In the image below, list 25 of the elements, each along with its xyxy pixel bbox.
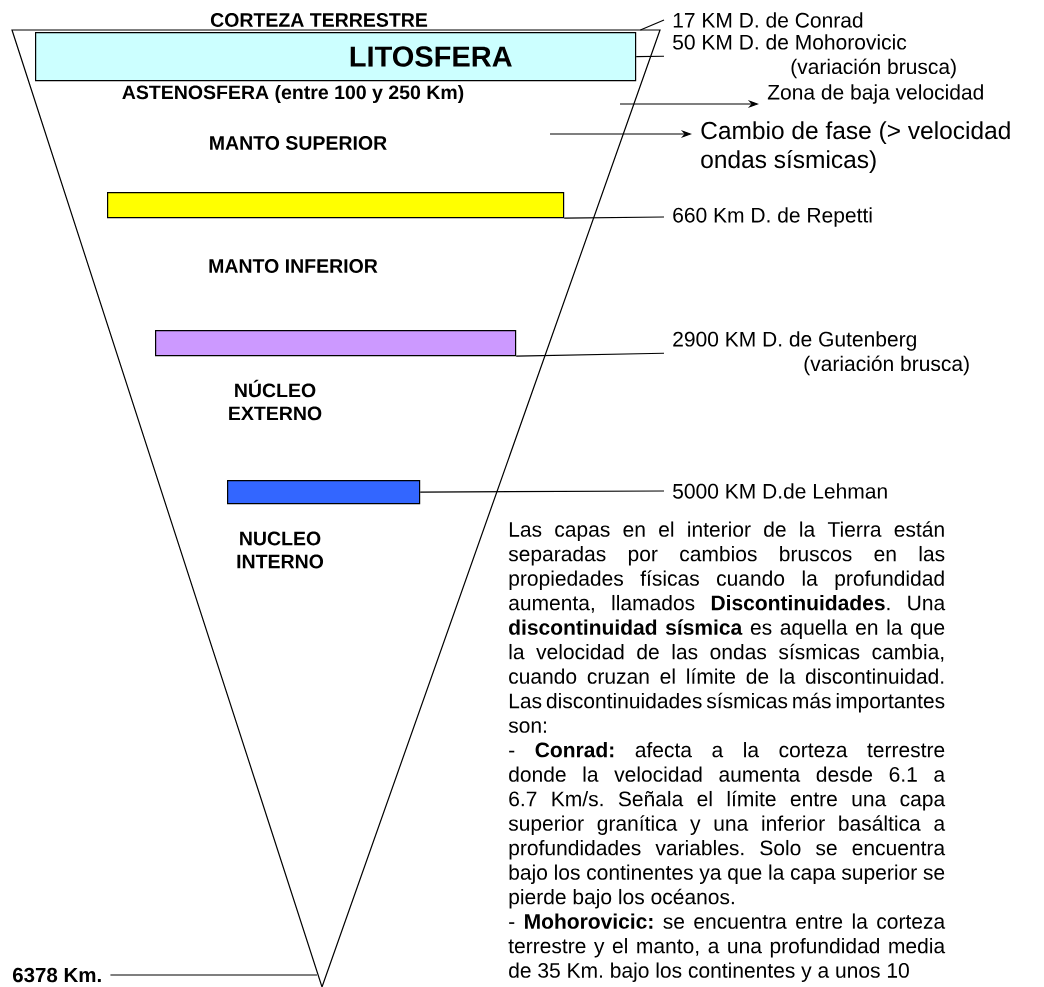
leader-line: [515, 352, 665, 357]
depth-label: 50 KM D. de Mohorovicic (variación brusca): [673, 34, 956, 79]
layer-label: NÚCLEO EXTERNO: [229, 379, 322, 421]
leader-line: [635, 55, 665, 58]
layer-bar: [155, 330, 517, 357]
layer-box: LITOSFERA: [35, 32, 637, 82]
layer-bar: [107, 192, 565, 219]
leader-line: [419, 490, 665, 493]
body-text: - Conrad: afecta a la corteza terrestre donde la velocidad aumenta desde 6.1 a 6.7 Km/s. Señala el límite entre una capa superior granítica y una inferior basáltica a profundidades variables. Solo se encuentra bajo los continentes ya que la capa superior se pierde bajo los océanos.: [508, 741, 946, 909]
depth-label: 660 Km D. de Repetti: [673, 207, 872, 227]
depth-label: 2900 KM D. de Gutenberg (variación brusca): [673, 331, 969, 376]
leader-line: [563, 216, 665, 219]
depth-label: 5000 KM D.de Lehman: [673, 483, 887, 499]
leader-line: [109, 974, 318, 976]
annotation-text: Cambio de fase (> velocidad ondas sísmicas): [701, 121, 1010, 173]
layer-bar: [227, 480, 421, 505]
leader-line: [639, 19, 665, 31]
body-text: Las capas en el interior de la Tierra están separadas por cambios bruscos en las propiedades físicas cuando la profundidad aumenta, llamados Discontinuidades. Una discontinuidad sísmica es aquella en la que la velocidad de las ondas sísmicas cambia, cuando cruzan el límite de la discontinuidad. Las discontinuidades sísmicas más importantes son:: [508, 521, 946, 733]
layer-label: MANTO INFERIOR: [209, 259, 378, 273]
depth-label: 6378 Km.: [12, 967, 101, 983]
layer-label: MANTO SUPERIOR: [210, 136, 387, 150]
annotation-text: Zona de baja velocidad: [767, 84, 983, 104]
body-text: - Mohorovicic: se encuentra entre la corteza terrestre y el manto, a una profundidad media de 35 Km. bajo los continentes y a unos 10: [508, 913, 946, 982]
depth-label: 17 KM D. de Conrad: [673, 12, 863, 28]
layer-label: NUCLEO INTERNO: [237, 531, 324, 569]
